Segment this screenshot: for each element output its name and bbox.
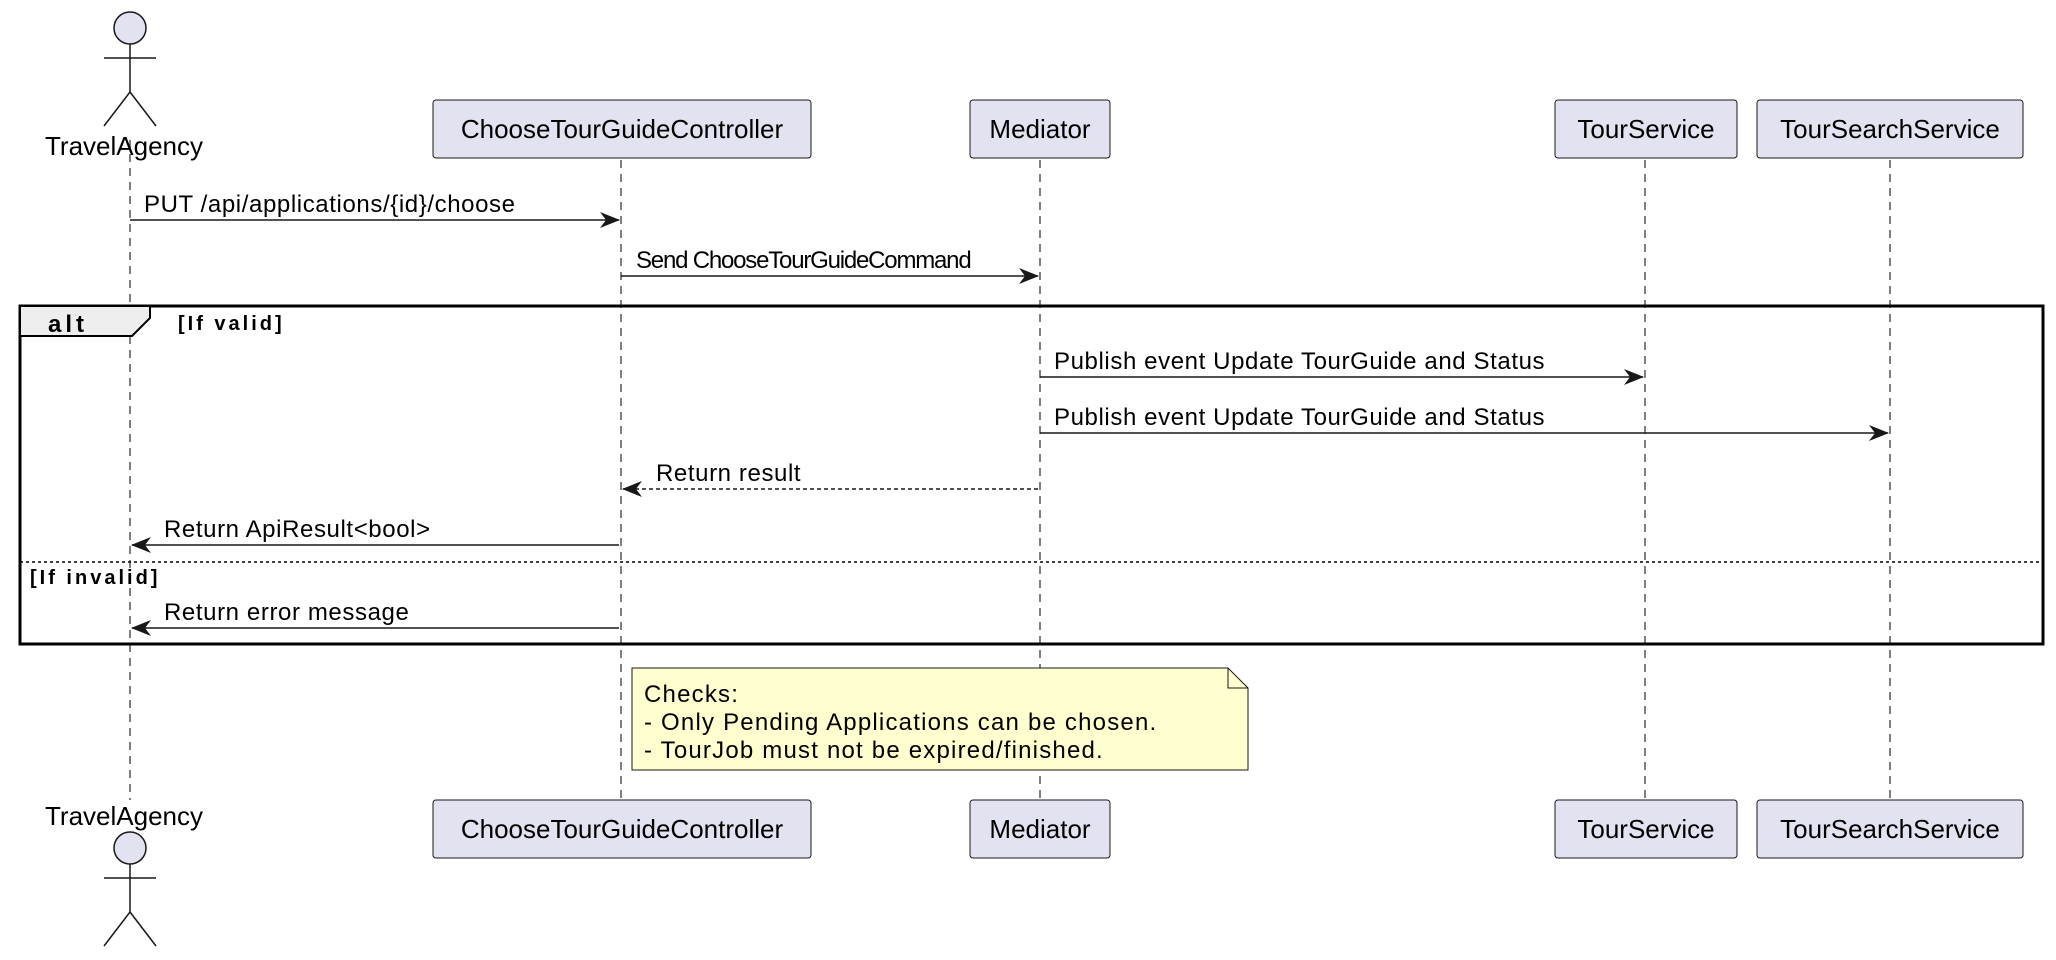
participant-label-controller-bottom: ChooseTourGuideController	[461, 814, 784, 844]
guard-valid-label: [If valid]	[178, 313, 285, 335]
alt-operator-label: alt	[48, 311, 88, 338]
participant-tour-service-top: TourService	[1554, 99, 1738, 159]
message-label-put-request: PUT /api/applications/{id}/choose	[144, 191, 516, 218]
note-line-1: Checks:	[644, 681, 739, 708]
participant-tour-search-service-bottom: TourSearchService	[1756, 799, 2024, 859]
message-label-publish-tour-service: Publish event Update TourGuide and Statu…	[1054, 348, 1545, 375]
message-label-publish-tour-search: Publish event Update TourGuide and Statu…	[1054, 404, 1545, 431]
note-line-2: - Only Pending Applications can be chose…	[644, 709, 1157, 736]
message-send-command: Send ChooseTourGuideCommand	[621, 247, 1039, 284]
alt-fragment: alt [If valid] [If invalid]	[18, 304, 2045, 646]
message-label-return-result: Return result	[656, 460, 801, 487]
message-put-request: PUT /api/applications/{id}/choose	[130, 191, 620, 228]
participant-mediator-top: Mediator	[969, 99, 1111, 159]
note-checks: Checks: - Only Pending Applications can …	[631, 667, 1249, 771]
participant-label-tour-service-bottom: TourService	[1577, 814, 1714, 844]
participant-controller-top: ChooseTourGuideController	[432, 99, 812, 159]
message-label-return-error: Return error message	[164, 599, 409, 626]
participant-label-travel-agency-bottom: TravelAgency	[45, 801, 203, 831]
participant-mediator-bottom: Mediator	[969, 799, 1111, 859]
participant-controller-bottom: ChooseTourGuideController	[432, 799, 812, 859]
message-publish-tour-service: Publish event Update TourGuide and Statu…	[1040, 348, 1644, 385]
participant-label-tour-service: TourService	[1577, 114, 1714, 144]
guard-invalid-label: [If invalid]	[30, 567, 160, 589]
participant-label-tour-search-service: TourSearchService	[1780, 114, 2000, 144]
participant-label-travel-agency: TravelAgency	[45, 131, 203, 161]
actor-travel-agency-bottom: TravelAgency	[45, 801, 203, 947]
message-label-send-command: Send ChooseTourGuideCommand	[636, 247, 970, 274]
note-line-3: - TourJob must not be expired/finished.	[644, 737, 1104, 764]
message-publish-tour-search: Publish event Update TourGuide and Statu…	[1040, 404, 1889, 441]
participant-label-tour-search-service-bottom: TourSearchService	[1780, 814, 2000, 844]
participant-tour-service-bottom: TourService	[1554, 799, 1738, 859]
actor-stick-figure-icon	[103, 11, 157, 127]
participant-label-mediator: Mediator	[989, 114, 1090, 144]
actor-stick-figure-icon	[103, 831, 157, 947]
message-return-result: Return result	[622, 460, 1038, 497]
actor-travel-agency-top: TravelAgency	[45, 11, 203, 161]
message-label-return-api-result: Return ApiResult<bool>	[164, 516, 431, 543]
participant-tour-search-service-top: TourSearchService	[1756, 99, 2024, 159]
participant-label-mediator-bottom: Mediator	[989, 814, 1090, 844]
message-return-error: Return error message	[131, 599, 619, 636]
message-return-api-result: Return ApiResult<bool>	[131, 516, 619, 553]
participant-label-controller: ChooseTourGuideController	[461, 114, 784, 144]
